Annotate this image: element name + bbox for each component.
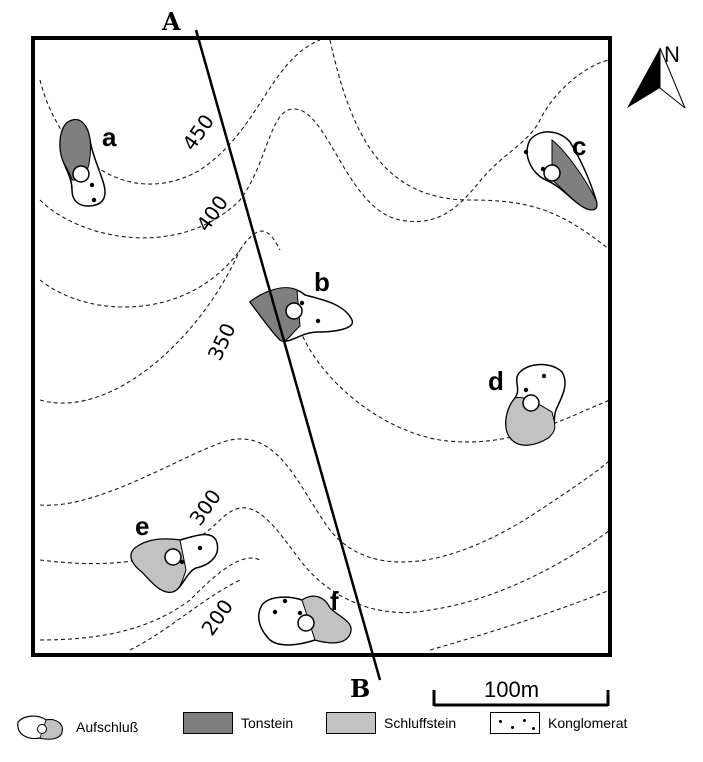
profile-label-b: B [350,674,370,703]
contour-line-7 [39,438,611,563]
contour-line-9 [39,557,261,641]
legend-label-schluffstein: Schluffstein [384,715,457,731]
north-label: N [664,42,680,67]
contour-label-400: 400 [191,191,233,236]
contour-line-5 [39,249,241,404]
outcrop-label-d: d [488,366,504,396]
legend-item-outcrop: Aufschluß [12,712,138,742]
outcrop-a [59,119,106,207]
legend-item-schluffstein: Schluffstein [326,712,456,734]
contour-line-11 [429,589,611,651]
outcrop-legend-icon [17,715,63,740]
profile-label-a: A [161,7,181,36]
contour-line-10 [129,579,241,651]
contour-label-200: 200 [196,595,238,640]
outcrop-label-a: a [102,122,117,152]
konglomerat-swatch [490,712,540,734]
contour-line-6 [299,329,611,443]
outcrop-label-c: c [572,131,586,161]
scale-bar: 100m [432,677,610,707]
legend-item-konglomerat: Konglomerat [490,712,627,734]
outcrop-label-e: e [135,511,149,541]
map-frame [31,36,612,657]
outcrop-d [505,363,566,446]
legend-label-konglomerat: Konglomerat [548,715,628,731]
north-arrow-icon: N [627,42,686,109]
contour-line-3 [39,230,281,308]
outcrop-b [248,287,353,342]
outcrop-label-f: f [330,586,339,616]
outcrop-f [257,595,352,646]
legend-label-tonstein: Tonstein [241,715,294,731]
contour-label-300: 300 [184,485,226,530]
legend-label-outcrop: Aufschluß [76,719,139,735]
contour-line-4 [329,39,611,251]
contour-lines [39,39,611,651]
contour-label-450: 450 [177,110,219,155]
profile-line [194,29,382,681]
tonstein-swatch [183,712,233,734]
outcrop-c [523,131,598,211]
contour-line-2 [39,59,611,239]
scale-label: 100m [484,677,539,702]
schluffstein-swatch [326,712,376,734]
geologic-map: 450 400 350 300 200 a b c d e f A B N 10… [31,7,686,707]
contour-label-350: 350 [203,319,241,364]
outcrop-label-b: b [314,267,330,297]
map-legend: Aufschluß Tonstein Schluffstein Konglome… [0,712,703,752]
legend-item-tonstein: Tonstein [183,712,293,734]
outcrop-e [130,533,219,593]
